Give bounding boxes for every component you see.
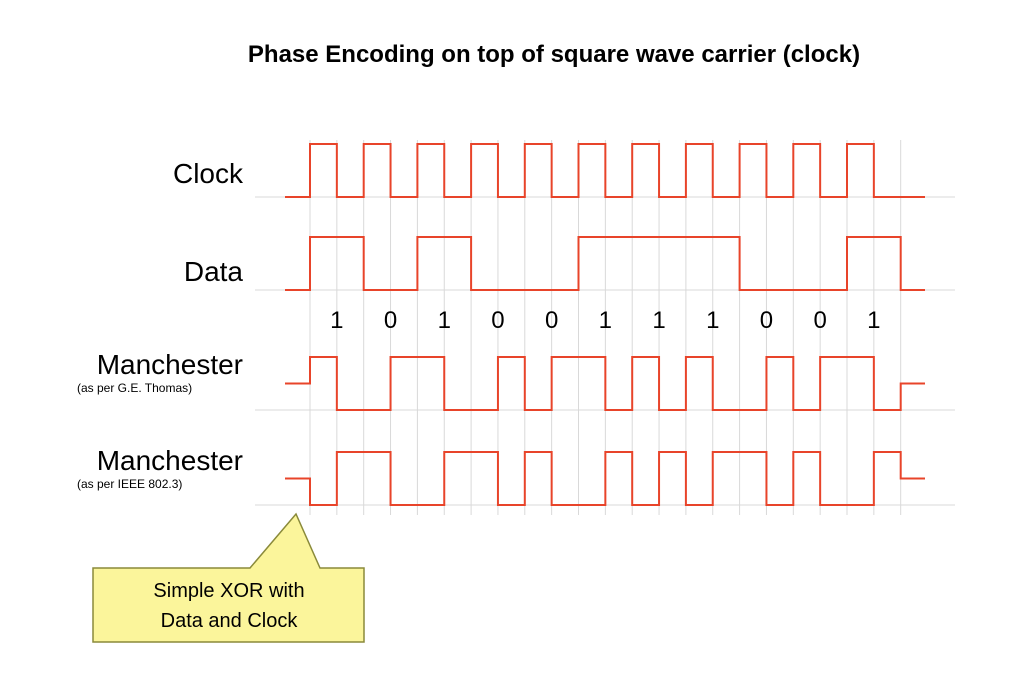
row-sublabel-manchester-ieee: (as per IEEE 802.3) — [77, 477, 182, 491]
data-signal — [285, 236, 925, 291]
diagram-title: Phase Encoding on top of square wave car… — [248, 41, 860, 68]
bit-label: 0 — [545, 307, 558, 334]
bit-label: 0 — [491, 307, 504, 334]
callout-shape — [92, 512, 365, 643]
row-label-manchester-thomas: Manchester — [97, 349, 243, 380]
xor-callout: Simple XOR with Data and Clock — [92, 512, 365, 643]
row-label-clock: Clock — [173, 158, 244, 189]
bit-label: 0 — [384, 307, 397, 334]
bit-label: 0 — [813, 307, 826, 334]
bit-label: 1 — [599, 307, 612, 334]
manchester-thomas-signal — [285, 356, 925, 411]
bit-label: 1 — [330, 307, 343, 334]
clock-signal — [285, 143, 925, 198]
bit-label: 1 — [652, 307, 665, 334]
signal-waveforms — [285, 143, 925, 506]
callout-line-2: Data and Clock — [161, 610, 299, 632]
callout-line-1: Simple XOR with — [153, 580, 304, 602]
row-label-data: Data — [184, 256, 244, 287]
bit-label: 1 — [706, 307, 719, 334]
bit-labels: 1 0 1 0 0 1 1 1 0 0 1 — [330, 307, 880, 334]
manchester-ieee-signal — [285, 451, 925, 506]
row-sublabel-manchester-thomas: (as per G.E. Thomas) — [77, 381, 192, 395]
bit-label: 0 — [760, 307, 773, 334]
bit-label: 1 — [867, 307, 880, 334]
bit-label: 1 — [438, 307, 451, 334]
row-label-manchester-ieee: Manchester — [97, 445, 243, 476]
